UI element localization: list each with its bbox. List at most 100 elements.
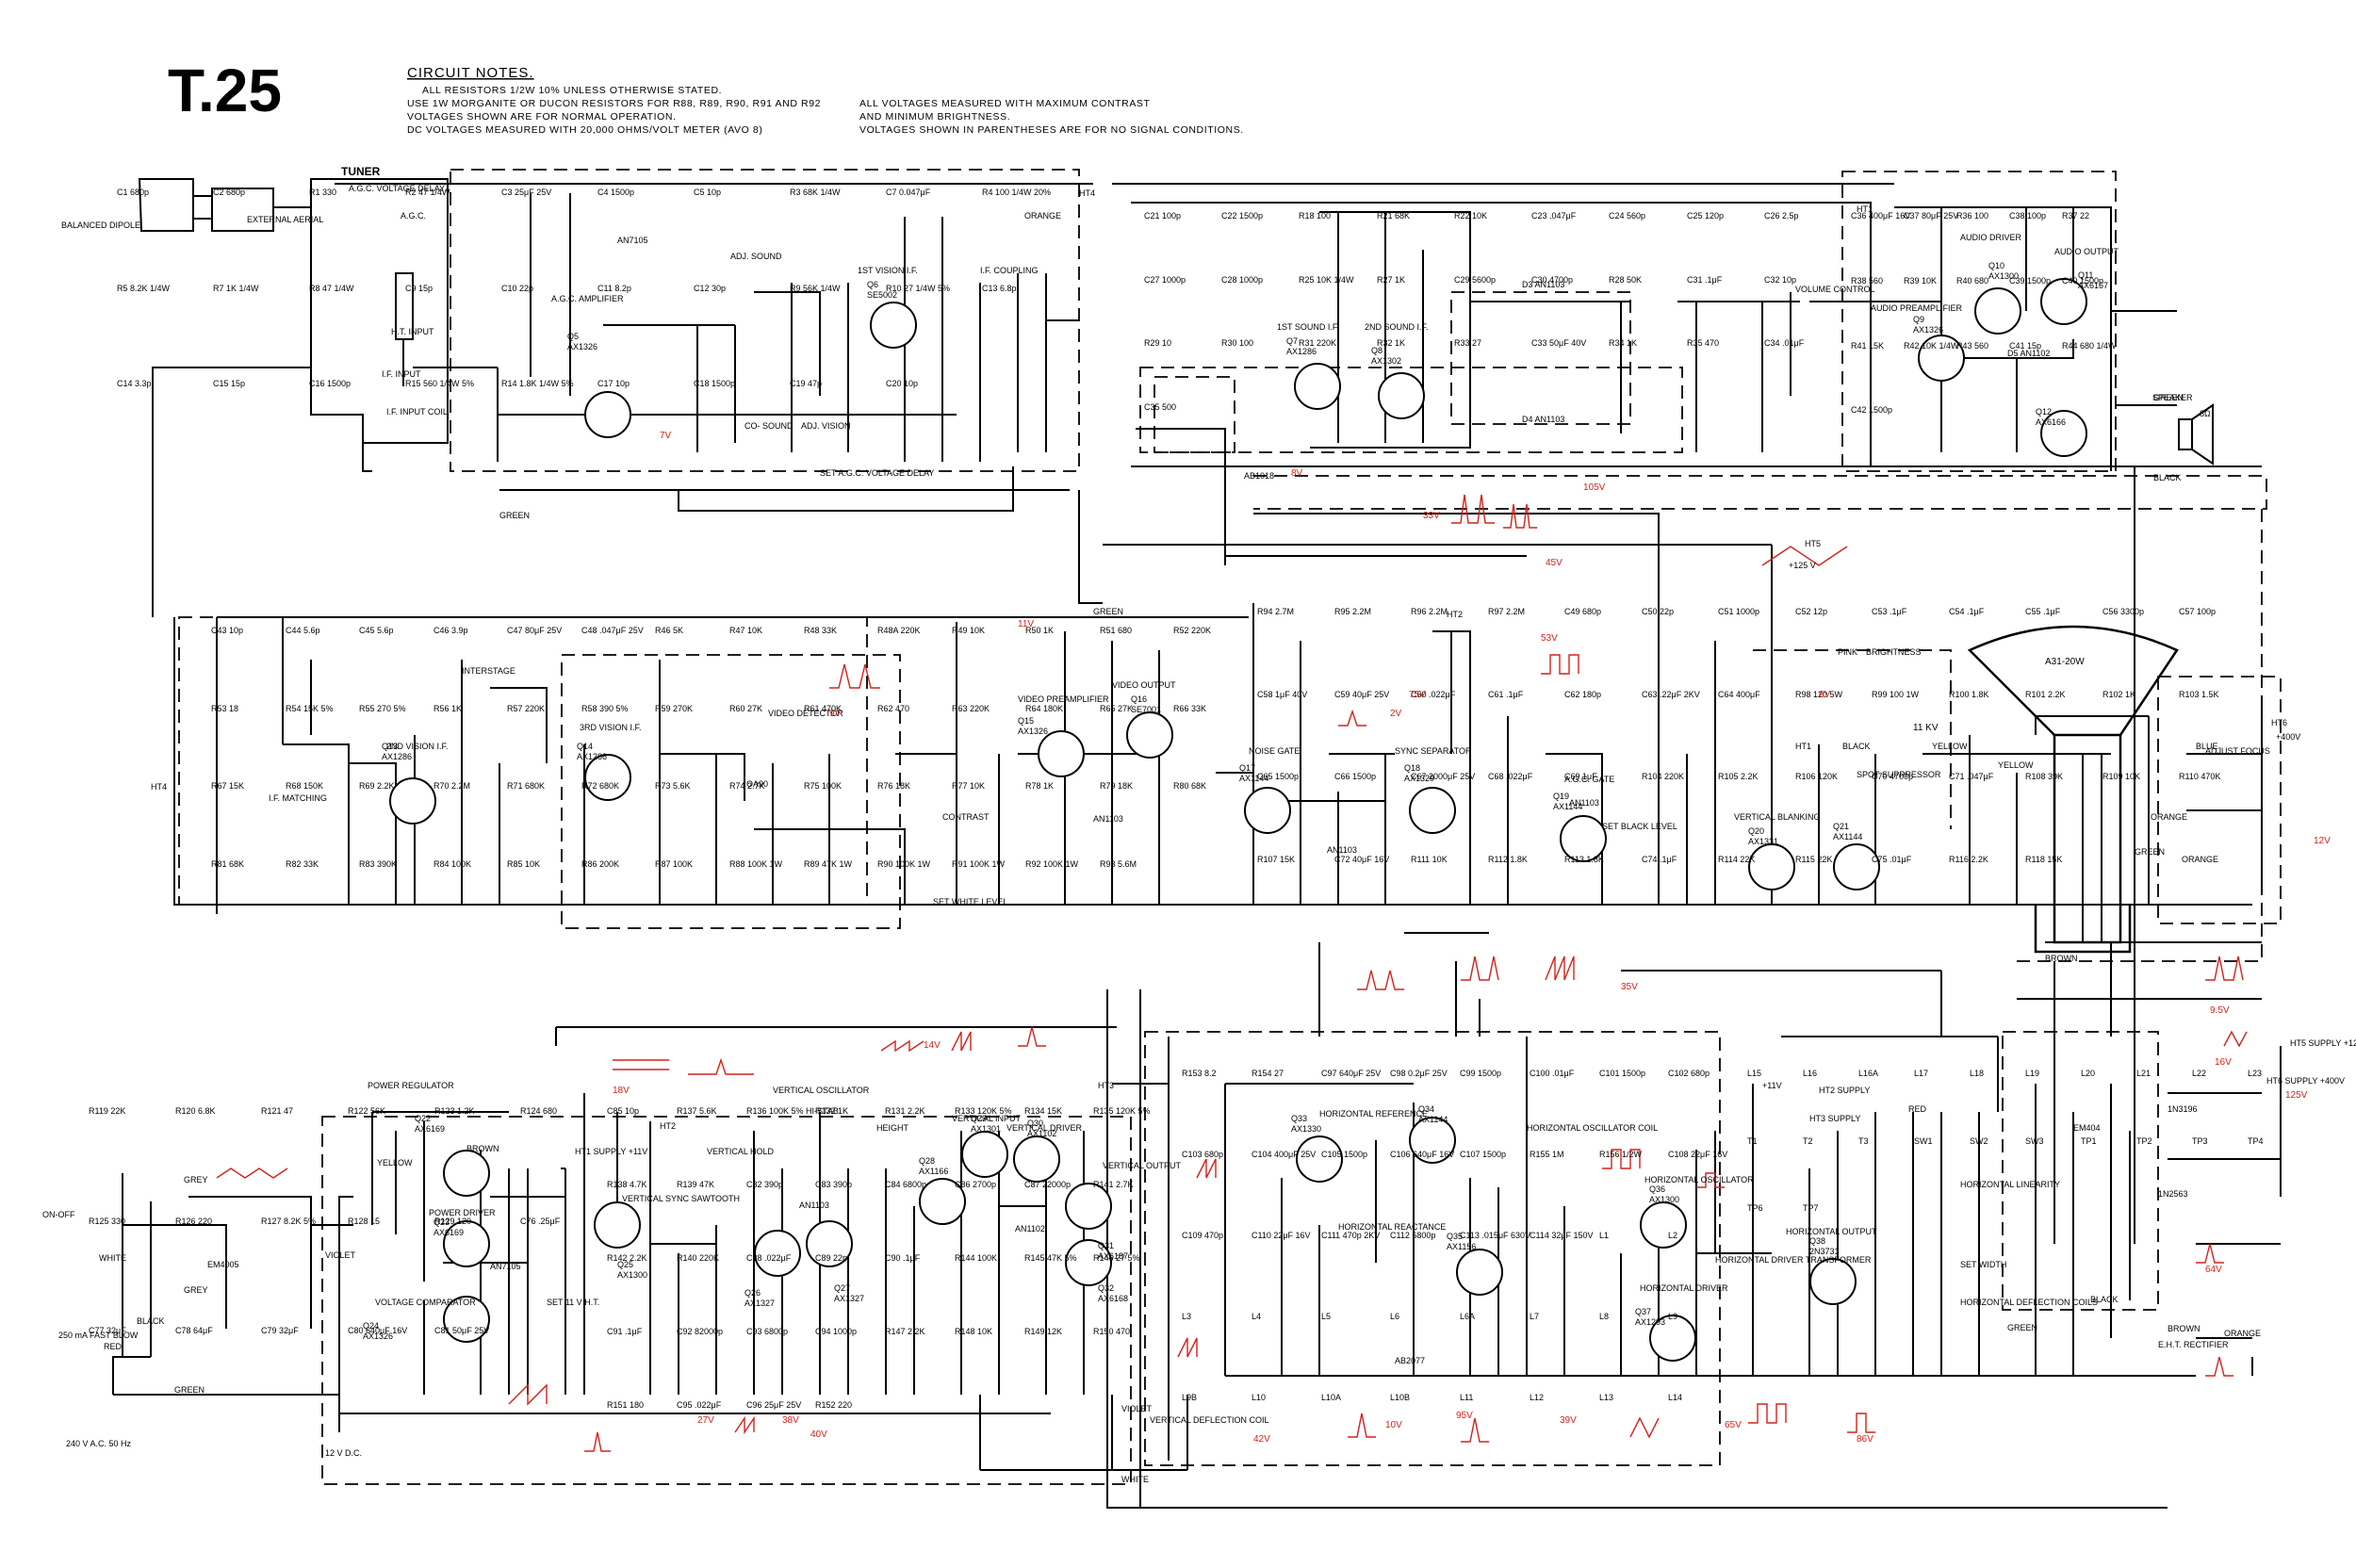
transistor-ref-q30: Q30 — [1027, 1119, 1043, 1128]
component-r106: R106 120K — [1795, 772, 1838, 781]
horizontal-driver-label: HORIZONTAL DRIVER — [1640, 1283, 1728, 1293]
note-line: ALL VOLTAGES MEASURED WITH MAXIMUM CONTR… — [859, 98, 1151, 109]
component-c43: C43 10p — [211, 626, 243, 635]
component-c110: C110 22μF 16V — [1252, 1231, 1311, 1240]
transistor-ref-q12: Q12 — [2036, 407, 2052, 416]
transistor-type-q5: AX1326 — [567, 342, 597, 351]
if-coupling-label: I.F. COUPLING — [980, 266, 1039, 275]
component-l14: L14 — [1668, 1393, 1682, 1402]
component-r125: R125 330 — [89, 1217, 125, 1226]
component-r37: R37 22 — [2062, 211, 2089, 220]
component-c56: C56 3300p — [2102, 607, 2144, 616]
component-c105: C105 1500p — [1321, 1150, 1367, 1159]
q11-symbol — [2040, 278, 2087, 325]
wire-black: BLACK — [2153, 473, 2182, 482]
horizontal-reactance-label: HORIZONTAL REACTANCE — [1338, 1222, 1446, 1232]
voltage-annotation: 65V — [1725, 1420, 1742, 1430]
component-c5: C5 10p — [694, 188, 721, 197]
d22-label: 1N2563 — [2158, 1189, 2188, 1199]
component-c77: C77 32μF — [89, 1326, 126, 1335]
component-r156: R156 1/2W — [1599, 1150, 1643, 1159]
component-c18: C18 1500p — [694, 379, 735, 388]
component-c70: C70 4700p — [1872, 772, 1913, 781]
transistor-ref-q35: Q35 — [1447, 1232, 1463, 1241]
transistor-ref-q7: Q7 — [1286, 336, 1298, 346]
handwritten-waveforms — [216, 494, 2248, 1452]
component-r87: R87 100K — [655, 859, 693, 869]
voltage-annotation: 27V — [697, 1415, 714, 1426]
set-white-label: SET WHITE LEVEL — [933, 897, 1007, 906]
wire-grey: GREY — [184, 1285, 208, 1295]
voltage-annotation: 16V — [2215, 1057, 2232, 1068]
component-r93: R93 5.6M — [1100, 859, 1137, 869]
q20-symbol — [1748, 843, 1795, 890]
spot-suppressor-label: SPOT SUPPRESSOR — [1857, 770, 1941, 779]
voltage-annotation: 95V — [1456, 1411, 1473, 1421]
wire-green: GREEN — [2153, 393, 2184, 402]
component-c78: C78 64μF — [175, 1326, 213, 1335]
dc-input-label: 12 V D.C. — [325, 1448, 362, 1458]
component-r25: R25 10K 1/4W — [1299, 275, 1354, 285]
component-c34: C34 .01μF — [1764, 338, 1805, 348]
if-input-coil-label: I.F. INPUT COIL — [386, 407, 448, 416]
component-r121: R121 47 — [261, 1106, 293, 1116]
component-r32: R32 1K — [1377, 338, 1405, 348]
second-sound-if-label: 2ND SOUND I.F. — [1365, 322, 1429, 332]
set-agc-delay-label: SET A.G.C. VOLTAGE DELAY — [820, 468, 934, 478]
fuse-label: 250 mA FAST BLOW — [58, 1331, 139, 1340]
transistor-type-q7: AX1286 — [1286, 347, 1317, 356]
q19-symbol — [1560, 815, 1607, 862]
component-l9b: L9B — [1182, 1393, 1197, 1402]
component-r60: R60 27K — [729, 704, 762, 713]
transistor-type-q33: AX1330 — [1291, 1124, 1321, 1134]
component-l10b: L10B — [1390, 1393, 1410, 1402]
component-r22: R22 10K — [1454, 211, 1487, 220]
component-r151: R151 180 — [607, 1400, 644, 1410]
voltage-annotations: 7V11V8V105V33V45V53V75V2V6V12V35V14V18V9… — [613, 431, 2331, 1445]
ht5-label: HT5 — [1805, 539, 1821, 548]
component-r46: R46 5K — [655, 626, 683, 635]
wiring — [112, 178, 2282, 1509]
q9-symbol — [1918, 335, 1965, 382]
component-r113: R113 1.8K — [1564, 855, 1604, 864]
component-c104: C104 400μF 25V — [1252, 1150, 1316, 1159]
vertical-hold-label: VERTICAL HOLD — [707, 1147, 775, 1156]
component-c54: C54 .1μF — [1949, 607, 1985, 616]
component-t3: T3 — [1858, 1136, 1869, 1146]
if-input-label: I.F. INPUT — [382, 369, 421, 379]
component-c113: C113 .015μF 630V — [1460, 1231, 1530, 1240]
audio-preamp-label: AUDIO PREAMPLIFIER — [1871, 303, 1963, 313]
note-line: ALL RESISTORS 1/2W 10% UNLESS OTHERWISE … — [422, 85, 722, 96]
q28-symbol — [919, 1178, 966, 1225]
horizontal-linearity-label: HORIZONTAL LINEARITY — [1960, 1180, 2060, 1189]
component-r55: R55 270 5% — [359, 704, 406, 713]
q30-symbol — [1013, 1135, 1060, 1183]
component-c106: C106 640μF 16V — [1390, 1150, 1454, 1159]
component-c21: C21 100p — [1144, 211, 1181, 220]
component-r70: R70 2.2M — [434, 781, 470, 791]
q10-symbol — [1974, 287, 2021, 335]
component-c58: C58 1μF 40V — [1257, 690, 1307, 699]
component-r61: R61 470K — [804, 704, 842, 713]
component-c28: C28 1000p — [1221, 275, 1263, 285]
component-c53: C53 .1μF — [1872, 607, 1907, 616]
component-r136: R136 100K 5% HI-STAB — [746, 1106, 839, 1116]
component-c2: C2 680p — [213, 188, 245, 197]
component-c22: C22 1500p — [1221, 211, 1263, 220]
transistor-ref-q24: Q24 — [363, 1321, 379, 1331]
component-r29: R29 10 — [1144, 338, 1171, 348]
transistor-type-q21: AX1144 — [1833, 832, 1862, 841]
component-c31: C31 .1μF — [1687, 275, 1723, 285]
component-r73: R73 5.6K — [655, 781, 691, 791]
component-l3: L3 — [1182, 1312, 1191, 1321]
component-c23: C23 .047μF — [1531, 211, 1577, 220]
component-r48: R48 33K — [804, 626, 837, 635]
component-r1: R1 330 — [309, 188, 336, 197]
q34-symbol — [1409, 1117, 1456, 1164]
q37-symbol — [1649, 1315, 1696, 1362]
component-l18: L18 — [1970, 1069, 1984, 1078]
component-r3: R3 68K 1/4W — [790, 188, 841, 197]
component-r132: R132 1K — [815, 1106, 848, 1116]
component-r112: R112 1.8K — [1488, 855, 1528, 864]
second-vision-if-label: 2ND VISION I.F. — [386, 742, 449, 751]
